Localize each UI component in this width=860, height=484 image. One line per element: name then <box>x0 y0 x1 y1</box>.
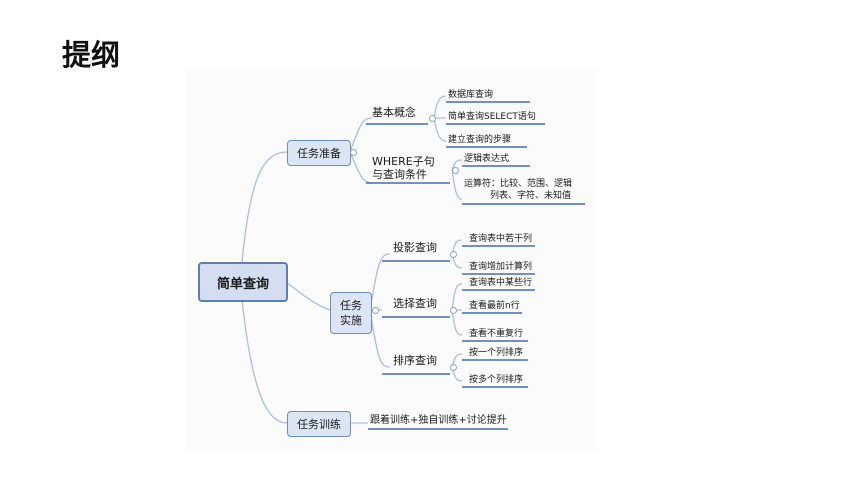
leaf-item[interactable]: 按一个列排序 <box>469 348 524 358</box>
leaf-item[interactable]: 查看不重复行 <box>469 329 524 339</box>
connector-prep-where <box>349 151 373 184</box>
leaf-item[interactable]: 查看最前n行 <box>469 301 520 311</box>
page-title: 提纲 <box>62 38 121 72</box>
leaf-item[interactable]: 建立查询的步骤 <box>448 135 512 145</box>
topic-basic-concept[interactable]: 基本概念 <box>372 106 416 119</box>
connector-impl-projection <box>369 253 391 311</box>
leaf-item-line1[interactable]: 运算符：比较、范围、逻辑 <box>464 179 573 189</box>
connector-root-impl <box>285 281 331 311</box>
collapse-toggle-icon[interactable] <box>372 307 379 314</box>
topic-where-line2[interactable]: 与查询条件 <box>372 168 427 181</box>
branch-impl-line2: 实施 <box>340 314 362 327</box>
branch-prep-node[interactable]: 任务准备 <box>287 140 351 166</box>
topic-projection[interactable]: 投影查询 <box>393 241 437 254</box>
leaf-item-line2[interactable]: 列表、字符、未知值 <box>490 191 572 201</box>
connector-impl-sort <box>369 309 391 368</box>
connector-root-train <box>241 299 288 424</box>
collapse-toggle-icon[interactable] <box>450 364 457 371</box>
collapse-toggle-icon[interactable] <box>350 149 357 156</box>
connector-concept-leaves <box>433 95 447 142</box>
connector-root-prep <box>241 151 288 263</box>
collapse-toggle-icon[interactable] <box>450 307 457 314</box>
collapse-toggle-icon[interactable] <box>452 167 459 174</box>
topic-sort[interactable]: 排序查询 <box>393 354 437 367</box>
leaf-item[interactable]: 跟着训练+独自训练+讨论提升 <box>370 415 507 426</box>
collapse-toggle-icon[interactable] <box>450 251 457 258</box>
leaf-item[interactable]: 数据库查询 <box>448 90 494 100</box>
topic-where-line1[interactable]: WHERE子句 <box>372 155 435 168</box>
connector-where-leaves <box>451 159 463 201</box>
root-node[interactable]: 简单查询 <box>198 262 288 302</box>
branch-impl-line1: 任务 <box>340 299 362 312</box>
mindmap-panel <box>186 68 596 452</box>
topic-selection[interactable]: 选择查询 <box>393 297 437 310</box>
leaf-item[interactable]: 查询表中某些行 <box>469 278 533 288</box>
branch-impl-node[interactable]: 任务 实施 <box>330 292 372 334</box>
leaf-item[interactable]: 查询增加计算列 <box>469 262 533 272</box>
leaf-item[interactable]: 简单查询SELECT语句 <box>448 112 536 122</box>
branch-train-node[interactable]: 任务训练 <box>287 411 351 437</box>
leaf-item[interactable]: 按多个列排序 <box>469 375 524 385</box>
connector-prep-concept <box>349 117 373 153</box>
leaf-item[interactable]: 逻辑表达式 <box>464 154 510 164</box>
collapse-toggle-icon[interactable] <box>429 115 436 122</box>
leaf-item[interactable]: 查询表中若干列 <box>469 234 533 244</box>
